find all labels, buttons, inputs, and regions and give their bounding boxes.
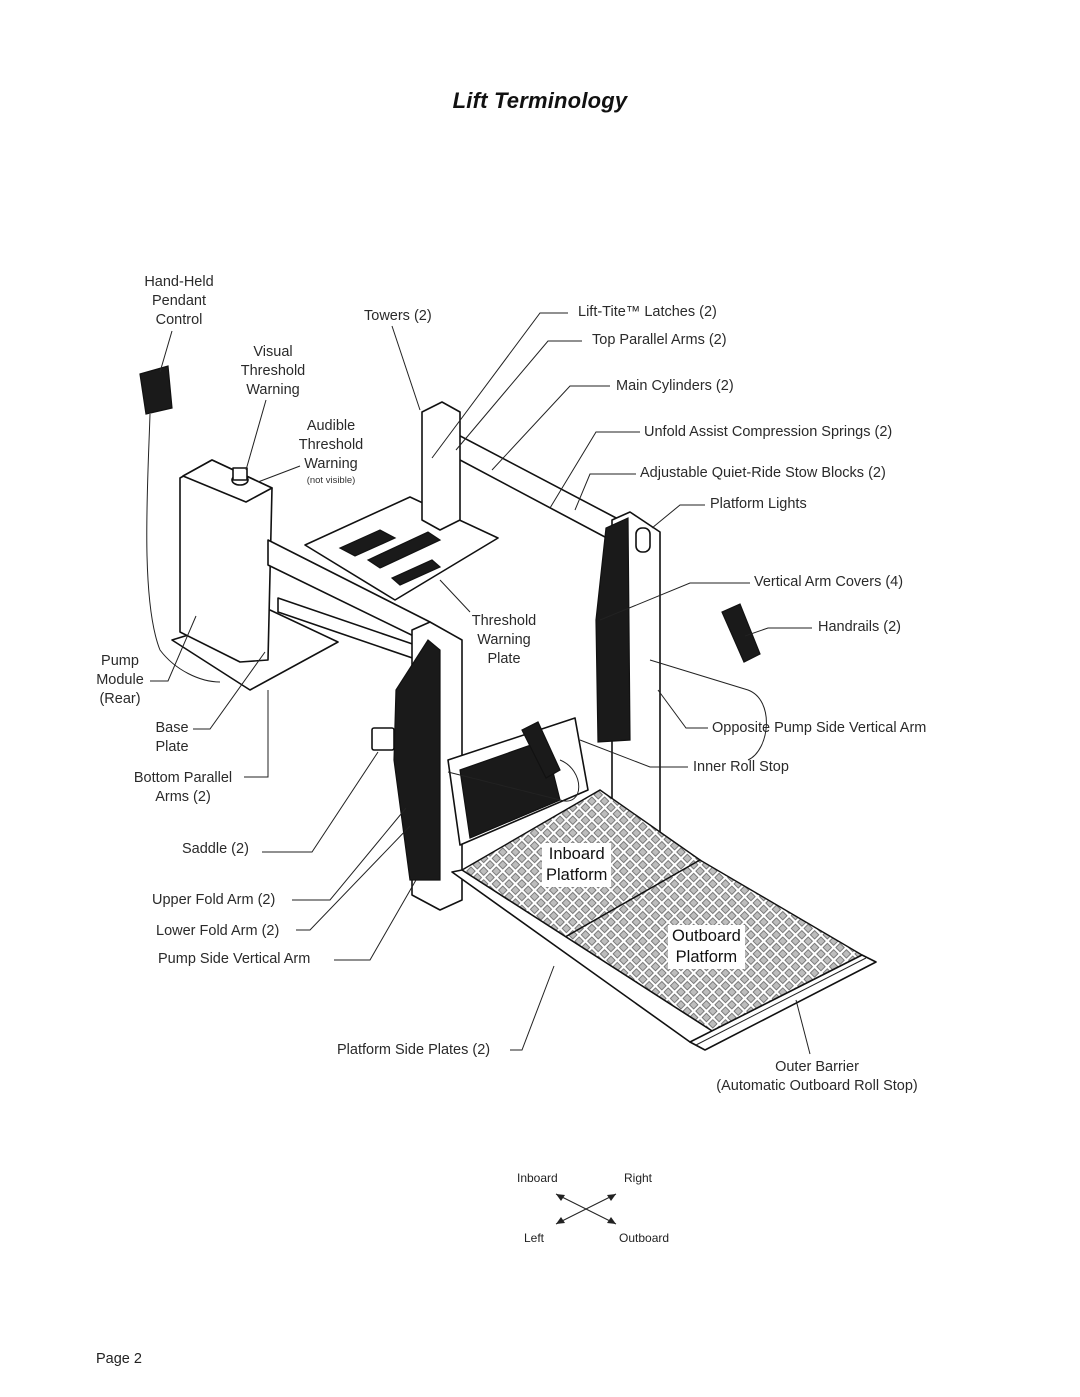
label-handrails: Handrails (2) xyxy=(818,619,901,635)
page-number: Page 2 xyxy=(96,1351,142,1367)
page-title: Lift Terminology xyxy=(452,88,628,113)
rear-left-tower xyxy=(421,401,461,531)
compass-left: Left xyxy=(524,1231,545,1245)
label-hand-held-pendant-control: Hand-Held Pendant Control xyxy=(144,274,214,328)
label-main-cylinders: Main Cylinders (2) xyxy=(616,378,734,394)
label-visual-threshold-warning: Visual Threshold Warning xyxy=(240,344,306,398)
handrail-front xyxy=(447,759,580,802)
label-platform-lights: Platform Lights xyxy=(710,496,807,512)
label-lower-fold-arm: Lower Fold Arm (2) xyxy=(156,923,280,939)
label-opposite-pump-side-vertical-arm: Opposite Pump Side Vertical Arm xyxy=(712,720,927,736)
label-bottom-parallel-arms: Bottom Parallel Arms (2) xyxy=(133,770,233,805)
label-platform-side-plates: Platform Side Plates (2) xyxy=(337,1042,491,1058)
outer-barrier xyxy=(689,954,877,1051)
label-inner-roll-stop: Inner Roll Stop xyxy=(693,759,789,775)
label-outboard-platform: Outboard Platform xyxy=(668,925,745,969)
handrail-rear xyxy=(649,659,767,761)
compass-right: Right xyxy=(624,1171,653,1185)
label-audible-threshold-warning: Audible Threshold Warning (not visible) xyxy=(298,418,364,486)
pump-side-vertical-arm-cover xyxy=(393,639,441,881)
lift-illustration xyxy=(139,365,877,1051)
opposite-vertical-arm-cover xyxy=(595,517,631,743)
label-stow-blocks: Adjustable Quiet-Ride Stow Blocks (2) xyxy=(640,465,886,481)
label-top-parallel-arms: Top Parallel Arms (2) xyxy=(592,332,727,348)
label-upper-fold-arm: Upper Fold Arm (2) xyxy=(152,892,276,908)
compass-inboard: Inboard xyxy=(517,1171,558,1185)
label-pump-module-rear: Pump Module (Rear) xyxy=(96,653,144,707)
label-outer-barrier: Outer Barrier (Automatic Outboard Roll S… xyxy=(716,1059,918,1094)
label-threshold-warning-plate: Threshold Warning Plate xyxy=(471,613,537,667)
label-inboard-platform: Inboard Platform xyxy=(542,843,612,887)
label-vertical-arm-covers: Vertical Arm Covers (4) xyxy=(754,574,904,590)
label-base-plate: Base Plate xyxy=(155,720,189,755)
label-lift-tite-latches: Lift-Tite™ Latches (2) xyxy=(578,304,717,320)
label-saddle: Saddle (2) xyxy=(182,841,249,857)
leader-lines xyxy=(150,312,812,1055)
label-unfold-assist-springs: Unfold Assist Compression Springs (2) xyxy=(644,424,893,440)
compass-outboard: Outboard xyxy=(619,1231,670,1245)
direction-compass xyxy=(555,1193,617,1225)
label-towers: Towers (2) xyxy=(364,308,432,324)
label-pump-side-vertical-arm: Pump Side Vertical Arm xyxy=(158,951,311,967)
